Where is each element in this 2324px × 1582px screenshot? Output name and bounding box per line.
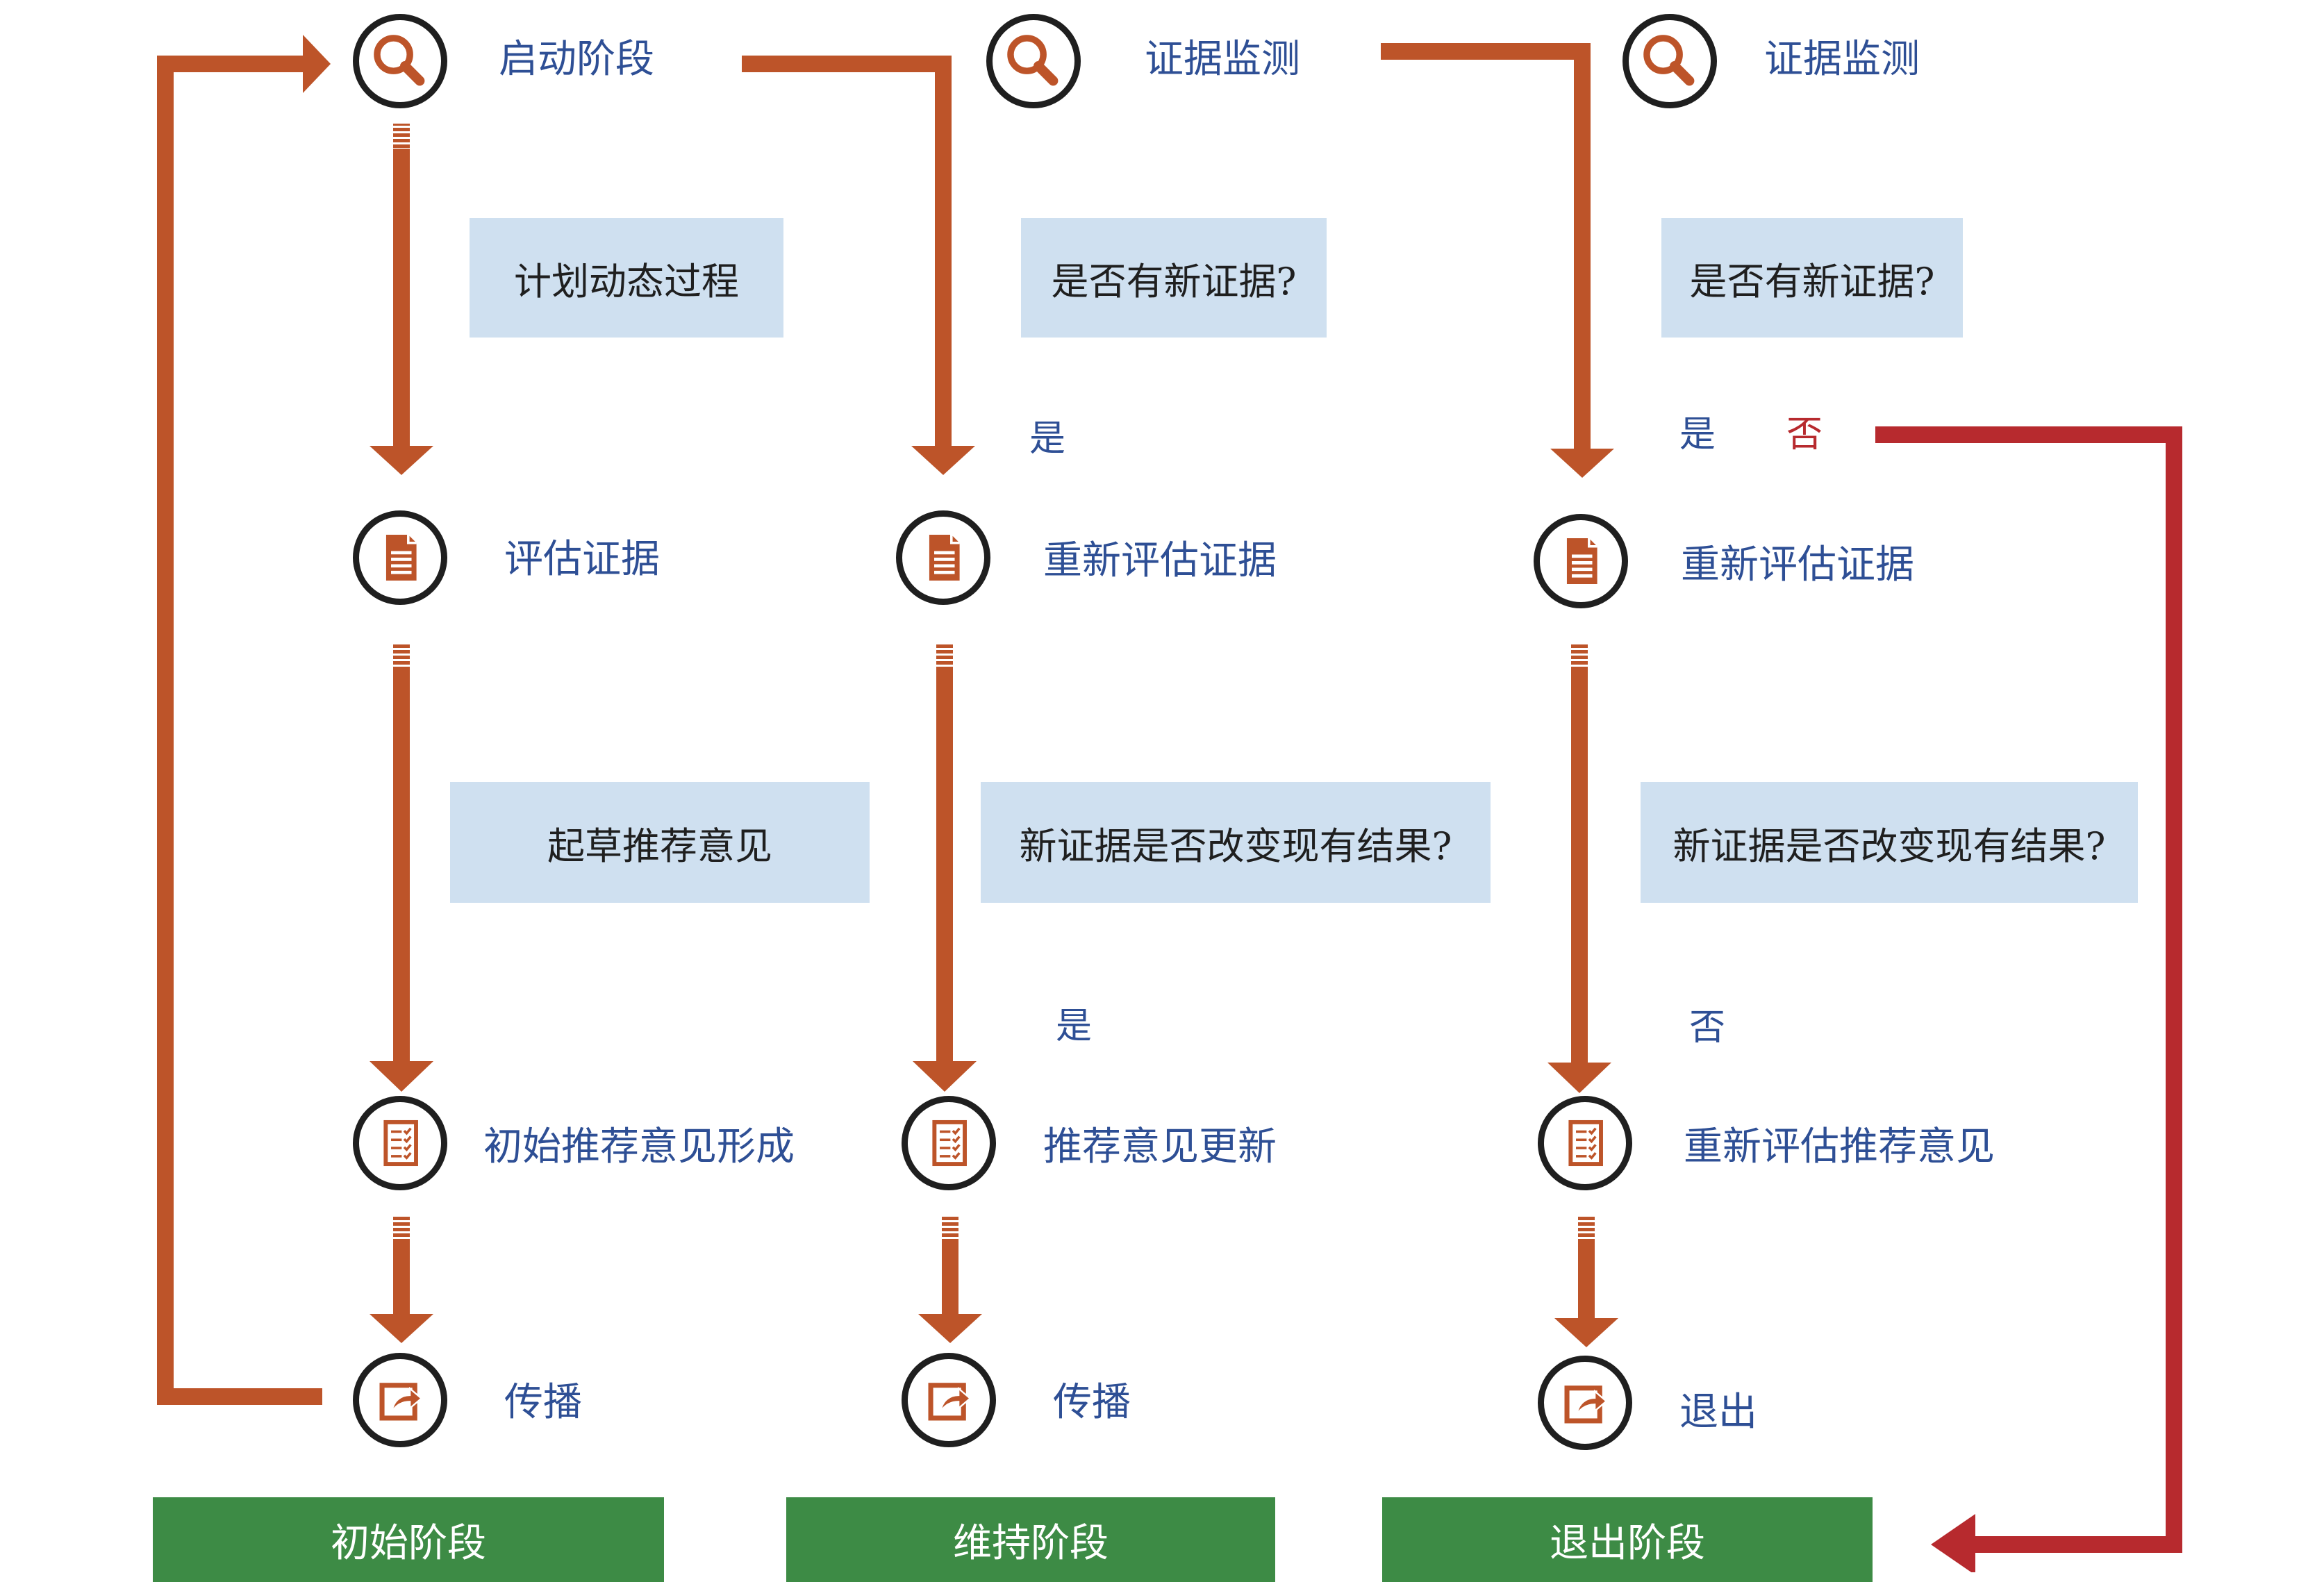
node-label: 证据监测 [1764, 37, 1920, 82]
arrow-c1-seg1-stripes [393, 124, 410, 149]
node-label: 证据监测 [1145, 37, 1300, 82]
arrow-exit-head [1931, 1514, 1975, 1572]
document-icon [353, 510, 447, 605]
question-box: 是否有新证据? [1021, 218, 1327, 338]
checklist-icon [353, 1096, 447, 1190]
arrow-c3-seg2-head [1547, 1063, 1611, 1093]
node-label: 传播 [1053, 1380, 1131, 1425]
answer-no: 否 [1786, 414, 1823, 456]
arrow-loop-left [157, 56, 174, 1405]
answer-yes: 是 [1056, 1006, 1093, 1047]
arrow-c1-seg1-head [370, 446, 433, 475]
arrow-c1-to-c2-v [935, 56, 952, 447]
checklist-icon [1538, 1096, 1632, 1190]
answer-yes: 是 [1029, 418, 1066, 460]
node-label: 重新评估证据 [1043, 538, 1277, 583]
arrow-c2-seg3-head [918, 1314, 982, 1343]
question-box: 新证据是否改变现有结果? [981, 782, 1491, 903]
answer-no: 否 [1689, 1007, 1726, 1049]
action-box: 起草推荐意见 [450, 782, 870, 903]
answer-yes: 是 [1679, 414, 1716, 456]
arrow-c1-seg2 [393, 669, 410, 1063]
arrow-c2-seg3 [942, 1242, 958, 1315]
node-label: 推荐意见更新 [1043, 1124, 1277, 1169]
node-label: 启动阶段 [499, 37, 654, 82]
node-label: 重新评估证据 [1681, 542, 1914, 588]
document-icon [896, 510, 990, 605]
share-icon [902, 1353, 996, 1447]
checklist-icon [902, 1096, 996, 1190]
question-box: 是否有新证据? [1661, 218, 1963, 338]
arrow-loop-head [303, 35, 331, 93]
arrow-c1-seg3-stripes [393, 1217, 410, 1242]
share-icon [1538, 1356, 1632, 1450]
node-label: 初始推荐意见形成 [483, 1124, 795, 1169]
arrow-c1-seg2-head [370, 1061, 433, 1092]
arrow-exit-top [1875, 426, 2182, 443]
node-label: 重新评估推荐意见 [1684, 1124, 1995, 1169]
arrow-c2-seg2-head [913, 1061, 977, 1092]
node-label: 退出 [1679, 1390, 1757, 1435]
arrow-exit-bottom [1973, 1536, 2182, 1553]
node-label: 传播 [504, 1380, 582, 1425]
node-label: 评估证据 [504, 537, 660, 582]
arrow-c1-to-c2-h [742, 56, 952, 72]
arrow-c2-to-c3-h [1381, 43, 1591, 60]
arrow-c2-seg3-stripes [942, 1217, 958, 1242]
arrow-c2-seg2 [936, 669, 953, 1063]
stage-bar-maintenance: 维持阶段 [786, 1497, 1275, 1582]
question-box: 计划动态过程 [470, 218, 783, 338]
arrow-c2-to-c3-v [1574, 43, 1591, 450]
stage-bar-initial: 初始阶段 [153, 1497, 664, 1582]
arrow-c2-to-c3-head [1550, 449, 1614, 478]
document-icon [1534, 514, 1628, 608]
arrow-c3-seg3-head [1554, 1318, 1618, 1347]
stage-bar-exit: 退出阶段 [1382, 1497, 1873, 1582]
arrow-c1-to-c2-head [911, 446, 975, 475]
arrow-loop-bottom [157, 1388, 322, 1405]
arrow-c1-seg1 [393, 149, 410, 447]
search-icon [1622, 14, 1717, 108]
arrow-c3-seg3 [1578, 1242, 1595, 1319]
search-icon [986, 14, 1081, 108]
arrow-c1-seg3 [393, 1242, 410, 1315]
search-icon [353, 14, 447, 108]
arrow-c1-seg3-head [370, 1314, 433, 1343]
arrow-c2-seg2-stripes [936, 644, 953, 669]
arrow-c3-seg2 [1571, 669, 1588, 1064]
arrow-c3-seg2-stripes [1571, 644, 1588, 669]
share-icon [353, 1353, 447, 1447]
arrow-c1-seg2-stripes [393, 644, 410, 669]
arrow-exit-right [2166, 426, 2182, 1553]
arrow-c3-seg3-stripes [1578, 1217, 1595, 1242]
question-box: 新证据是否改变现有结果? [1641, 782, 2138, 903]
arrow-loop-top [157, 56, 304, 72]
